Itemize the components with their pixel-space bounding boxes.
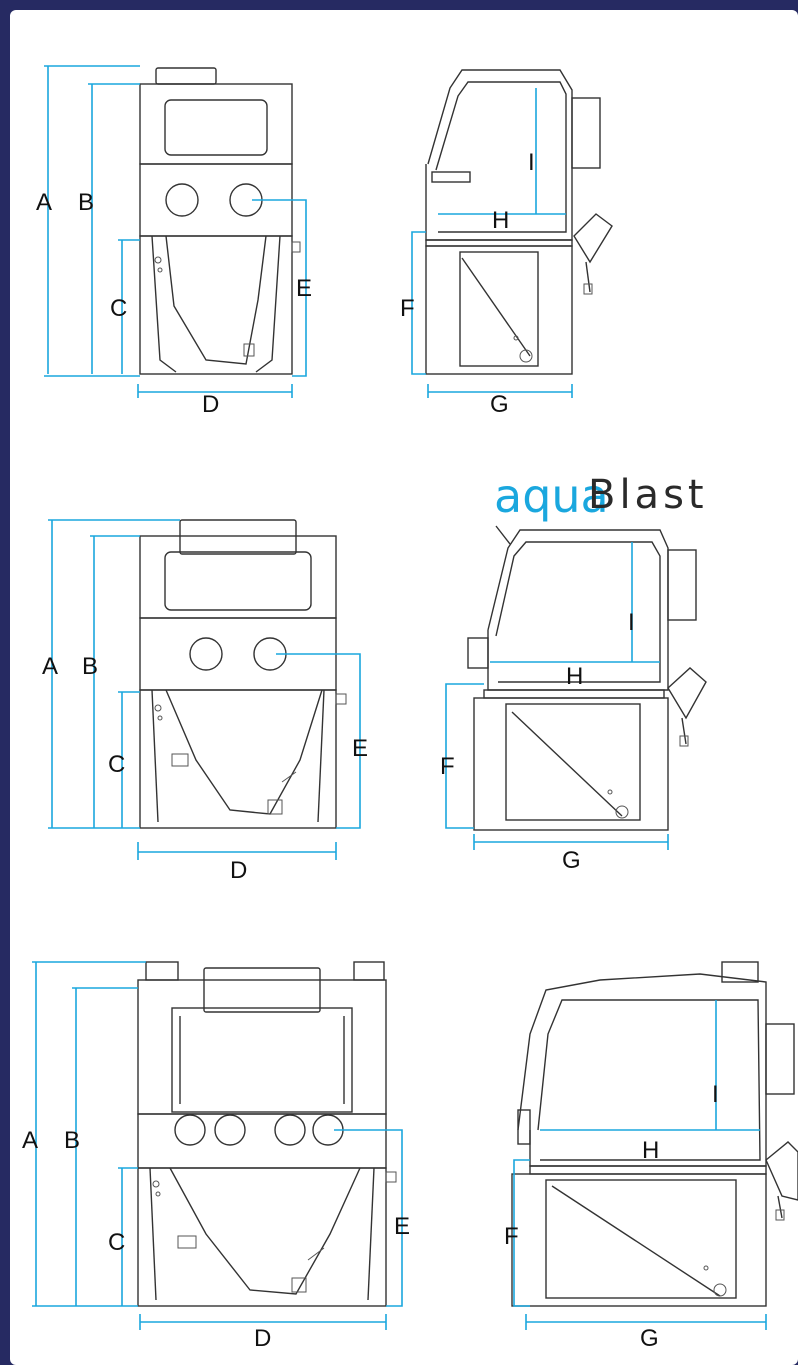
row3-front-dimensions — [32, 961, 403, 1330]
dim-label-g-3: G — [640, 1325, 659, 1352]
dim-label-f-1: F — [400, 295, 415, 322]
dim-label-i-1: I — [528, 149, 535, 176]
row1-front-dimensions — [44, 65, 307, 398]
dim-label-f-3: F — [504, 1223, 519, 1250]
dim-label-i-2: I — [628, 609, 635, 636]
dim-label-d-2: D — [230, 857, 247, 884]
dim-label-g-1: G — [490, 391, 509, 418]
dim-label-a-1: A — [36, 189, 52, 216]
dim-label-h-1: H — [492, 207, 509, 234]
brand-logo: aqua Blast — [494, 469, 708, 523]
dim-label-c-3: C — [108, 1229, 125, 1256]
row1-front-view — [139, 67, 301, 375]
dim-label-a-3: A — [22, 1127, 38, 1154]
dim-label-g-2: G — [562, 847, 581, 874]
dim-label-d-3: D — [254, 1325, 271, 1352]
row3-side-dimensions — [513, 1000, 767, 1330]
dim-label-a-2: A — [42, 653, 58, 680]
dim-label-e-2: E — [352, 735, 368, 762]
dim-label-b-1: B — [78, 189, 94, 216]
row3-front-view — [137, 961, 397, 1307]
cabinet-drawings: A B C E D I H F G aqua Blast — [22, 65, 798, 1352]
dim-label-b-3: B — [64, 1127, 80, 1154]
row2-side-dimensions — [445, 542, 669, 850]
row2-front-view — [139, 519, 347, 829]
row1-side-view — [425, 69, 613, 375]
row3-side-view — [511, 961, 798, 1307]
dim-label-e-1: E — [296, 275, 312, 302]
dim-label-f-2: F — [440, 753, 455, 780]
diagram-sheet: A B C E D I H F G aqua Blast — [10, 10, 798, 1365]
dim-label-c-1: C — [110, 295, 127, 322]
brand-logo-aqua: aqua — [494, 469, 609, 523]
dim-label-d-1: D — [202, 391, 219, 418]
dim-label-c-2: C — [108, 751, 125, 778]
row2-front-dimensions — [48, 519, 361, 860]
dim-label-e-3: E — [394, 1213, 410, 1240]
brand-logo-blast: Blast — [588, 472, 708, 518]
dim-label-h-2: H — [566, 663, 583, 690]
dim-label-h-3: H — [642, 1137, 659, 1164]
row2-side-view — [467, 525, 707, 831]
dim-label-b-2: B — [82, 653, 98, 680]
dim-label-i-3: I — [712, 1081, 719, 1108]
row1-side-dimensions — [411, 88, 573, 398]
